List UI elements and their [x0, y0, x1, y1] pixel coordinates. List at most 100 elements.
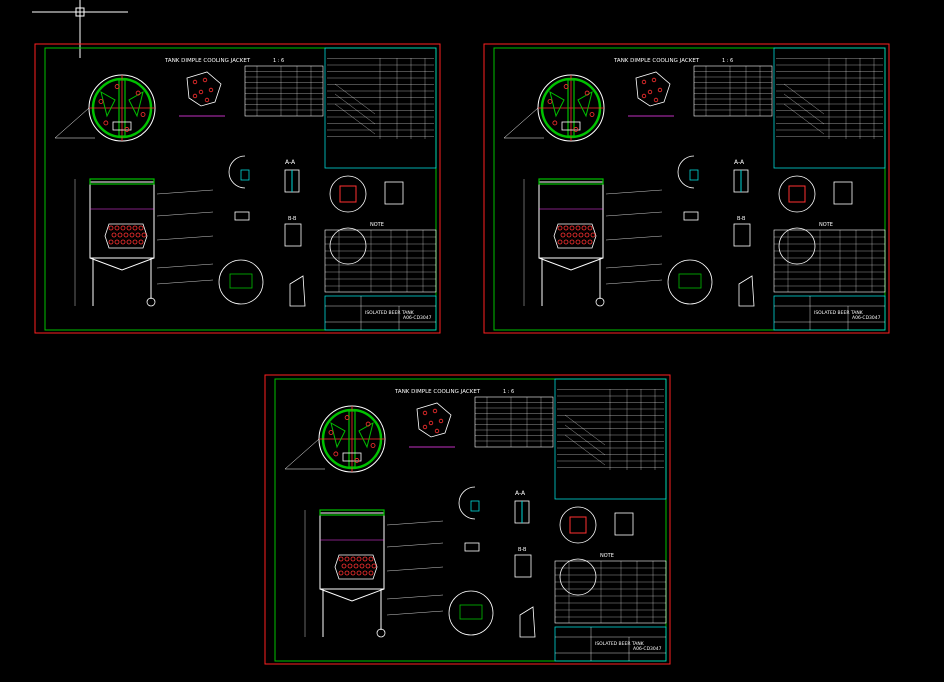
elevation-leader — [386, 520, 444, 526]
elevation-dimple-panel — [104, 223, 148, 249]
tank-plan-view — [284, 405, 386, 473]
plan-nozzle-box — [112, 121, 132, 131]
elevation-dimple — [365, 563, 371, 569]
elevation-dimple — [371, 563, 377, 569]
flange-square — [569, 516, 587, 534]
notes-table-frame — [773, 229, 886, 293]
detail-circle-large — [448, 590, 494, 636]
tech-table-hatch — [783, 83, 825, 135]
elevation-dimple — [123, 232, 129, 238]
elevation-dimple — [350, 556, 356, 562]
elevation-dimple — [141, 232, 147, 238]
tech-table-frame — [324, 47, 437, 169]
dimple-dot — [422, 410, 428, 416]
sheet-scale: 1 : 6 — [273, 58, 284, 64]
sheet-inner-border — [493, 47, 886, 331]
sheet-scale: 1 : 6 — [503, 389, 514, 395]
elevation-leader — [605, 235, 663, 241]
elevation-dimple — [557, 239, 563, 245]
tank-plan-view — [503, 74, 605, 142]
drawing-sheet-2[interactable]: TANK DIMPLE COOLING JACKET 1 : 6 A-A B-B… — [483, 43, 890, 334]
plan-port — [124, 127, 130, 132]
flange-side-view — [614, 512, 634, 536]
plan-port — [98, 99, 104, 104]
tech-table-hatch — [334, 83, 376, 135]
dimple-dot — [208, 87, 214, 93]
elevation-dimple — [356, 556, 362, 562]
elevation-dimple — [566, 232, 572, 238]
plan-port — [344, 415, 350, 420]
dimple-pattern-detail — [179, 71, 225, 117]
elevation-leader — [605, 211, 663, 217]
elevation-shell — [89, 181, 155, 259]
dimple-outline — [416, 402, 452, 438]
detail-large-part — [229, 273, 253, 289]
elevation-dimple — [584, 232, 590, 238]
sheet-inner-border — [44, 47, 437, 331]
notes-heading: NOTE — [819, 222, 833, 228]
elevation-dimple — [120, 225, 126, 231]
elevation-dimple — [108, 239, 114, 245]
dimple-outline — [186, 71, 222, 107]
plan-port — [333, 451, 339, 457]
dimple-pattern-detail — [409, 402, 455, 448]
sheet-scale: 1 : 6 — [722, 58, 733, 64]
plan-port — [589, 112, 595, 117]
flange-circle-2 — [778, 227, 816, 265]
elevation-dimple — [129, 232, 135, 238]
elevation-leader — [156, 189, 214, 195]
elevation-shell — [319, 512, 385, 590]
plan-manway-bar — [118, 79, 126, 137]
tank-elevation-view — [74, 178, 214, 307]
detail-section-bb — [284, 223, 302, 247]
plan-port — [547, 99, 553, 104]
sheet-outer-border — [483, 43, 890, 334]
elevation-outlet — [376, 628, 386, 638]
title-block — [554, 626, 667, 662]
detail-circle-large — [218, 259, 264, 305]
title-block-frame — [324, 295, 437, 331]
title-block-frame — [554, 626, 667, 662]
elevation-dimple — [356, 570, 362, 576]
drawing-sheet-1[interactable]: TANK DIMPLE COOLING JACKET 1 : 6 A-A B-B… — [34, 43, 441, 334]
plan-port — [114, 84, 120, 89]
dimple-dot — [641, 93, 647, 99]
elevation-leader — [386, 542, 444, 548]
title-block-frame — [773, 295, 886, 331]
plan-port — [552, 120, 558, 126]
title-block-drawing-name: ISOLATED BEER TANK — [365, 310, 415, 316]
tank-plan-view — [54, 74, 156, 142]
detail-bracket — [738, 275, 755, 307]
detail-a-part — [689, 169, 699, 181]
notes-heading: NOTE — [600, 553, 614, 559]
technical-data-table — [324, 47, 437, 169]
elevation-dimple — [347, 563, 353, 569]
flange-circle-2 — [559, 558, 597, 596]
sheet-inner-border — [274, 378, 667, 662]
elevation-dimple — [362, 570, 368, 576]
detail-label-a: A-A — [734, 159, 745, 166]
elevation-cone-bottom — [319, 588, 385, 602]
elevation-dimple — [126, 239, 132, 245]
elevation-dimple — [581, 225, 587, 231]
elevation-dimple — [590, 232, 596, 238]
title-block-drawing-no: A06-CD3047 — [852, 315, 881, 321]
detail-label-a: A-A — [285, 159, 296, 166]
drawing-sheet-3[interactable]: TANK DIMPLE COOLING JACKET 1 : 6 A-A B-B… — [264, 374, 671, 665]
elevation-dimple — [350, 570, 356, 576]
elevation-dimple — [132, 225, 138, 231]
dimple-dot — [422, 424, 428, 430]
elevation-dimple — [111, 232, 117, 238]
flange-circle — [329, 175, 367, 213]
elevation-leader — [605, 263, 663, 269]
plan-port — [135, 90, 141, 96]
dimple-dot — [202, 77, 208, 83]
elevation-dimple — [114, 225, 120, 231]
elevation-dimple — [368, 556, 374, 562]
elevation-leader — [156, 279, 214, 285]
elevation-dimple — [344, 570, 350, 576]
elevation-dimple — [587, 225, 593, 231]
elevation-dimple — [362, 556, 368, 562]
elevation-dimple — [578, 232, 584, 238]
